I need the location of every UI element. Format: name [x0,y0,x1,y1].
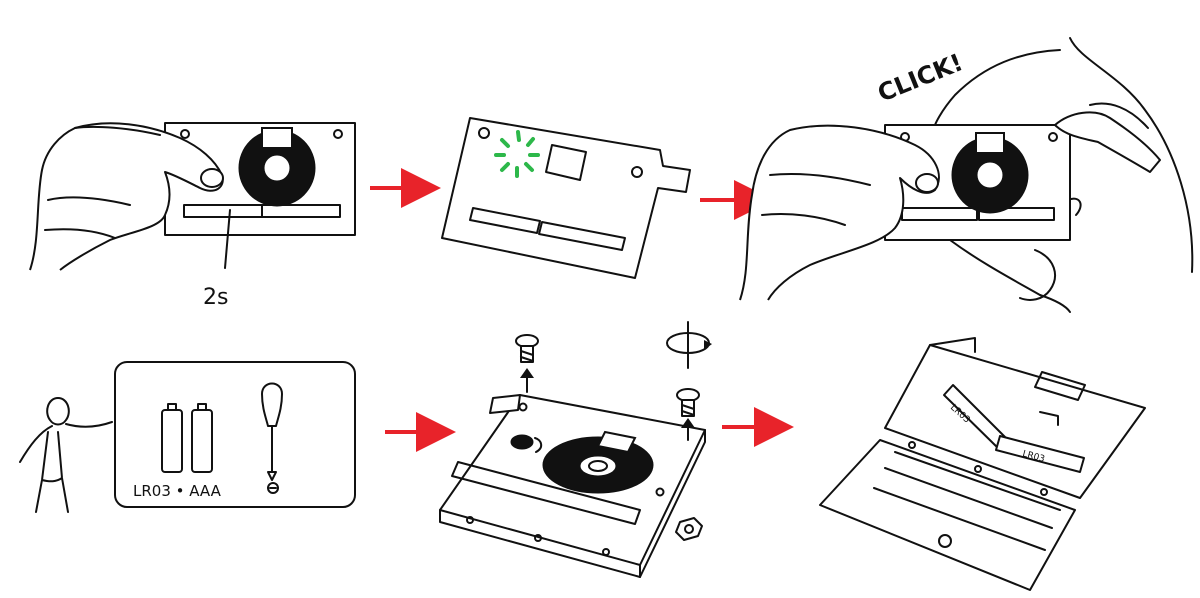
rotate-icon [704,340,712,350]
screw-icon [515,334,539,363]
arrow-up-icon [681,418,695,441]
screw-icon [478,127,490,139]
slot [451,461,641,525]
slot [261,204,341,218]
step-1-press-button: 2s [29,122,356,310]
arrow-up-icon [520,368,534,393]
indicator-light-icon [494,130,540,178]
step-4-required-items: LR03 • AAA [19,361,356,513]
screw-icon [631,166,643,178]
nut-icon [675,517,703,541]
step-2-indicator-light [441,117,691,279]
person-icon [1069,37,1194,273]
step-5-remove-screws [439,321,712,578]
battery-type-label: LR03 • AAA [133,482,222,500]
screwdriver-icon [666,321,712,369]
hand-icon [1054,111,1161,173]
screw-icon [333,129,343,139]
screw-icon [180,129,190,139]
slot [978,207,1055,221]
person-icon [19,397,113,513]
battery-icon [161,403,183,473]
screw-icon [676,388,700,417]
duration-label: 2s [203,285,228,310]
screwdriver-icon [261,382,283,481]
device-panel [441,117,691,279]
step-6-insert-batteries: LR03 LR03 [819,337,1146,591]
screw-icon [1048,132,1058,142]
hand-icon [739,124,940,301]
battery-icon [191,403,213,473]
screw-icon [267,482,279,494]
step-3-mount-click: CLICK! [739,37,1194,313]
rotate-icon [534,437,543,453]
